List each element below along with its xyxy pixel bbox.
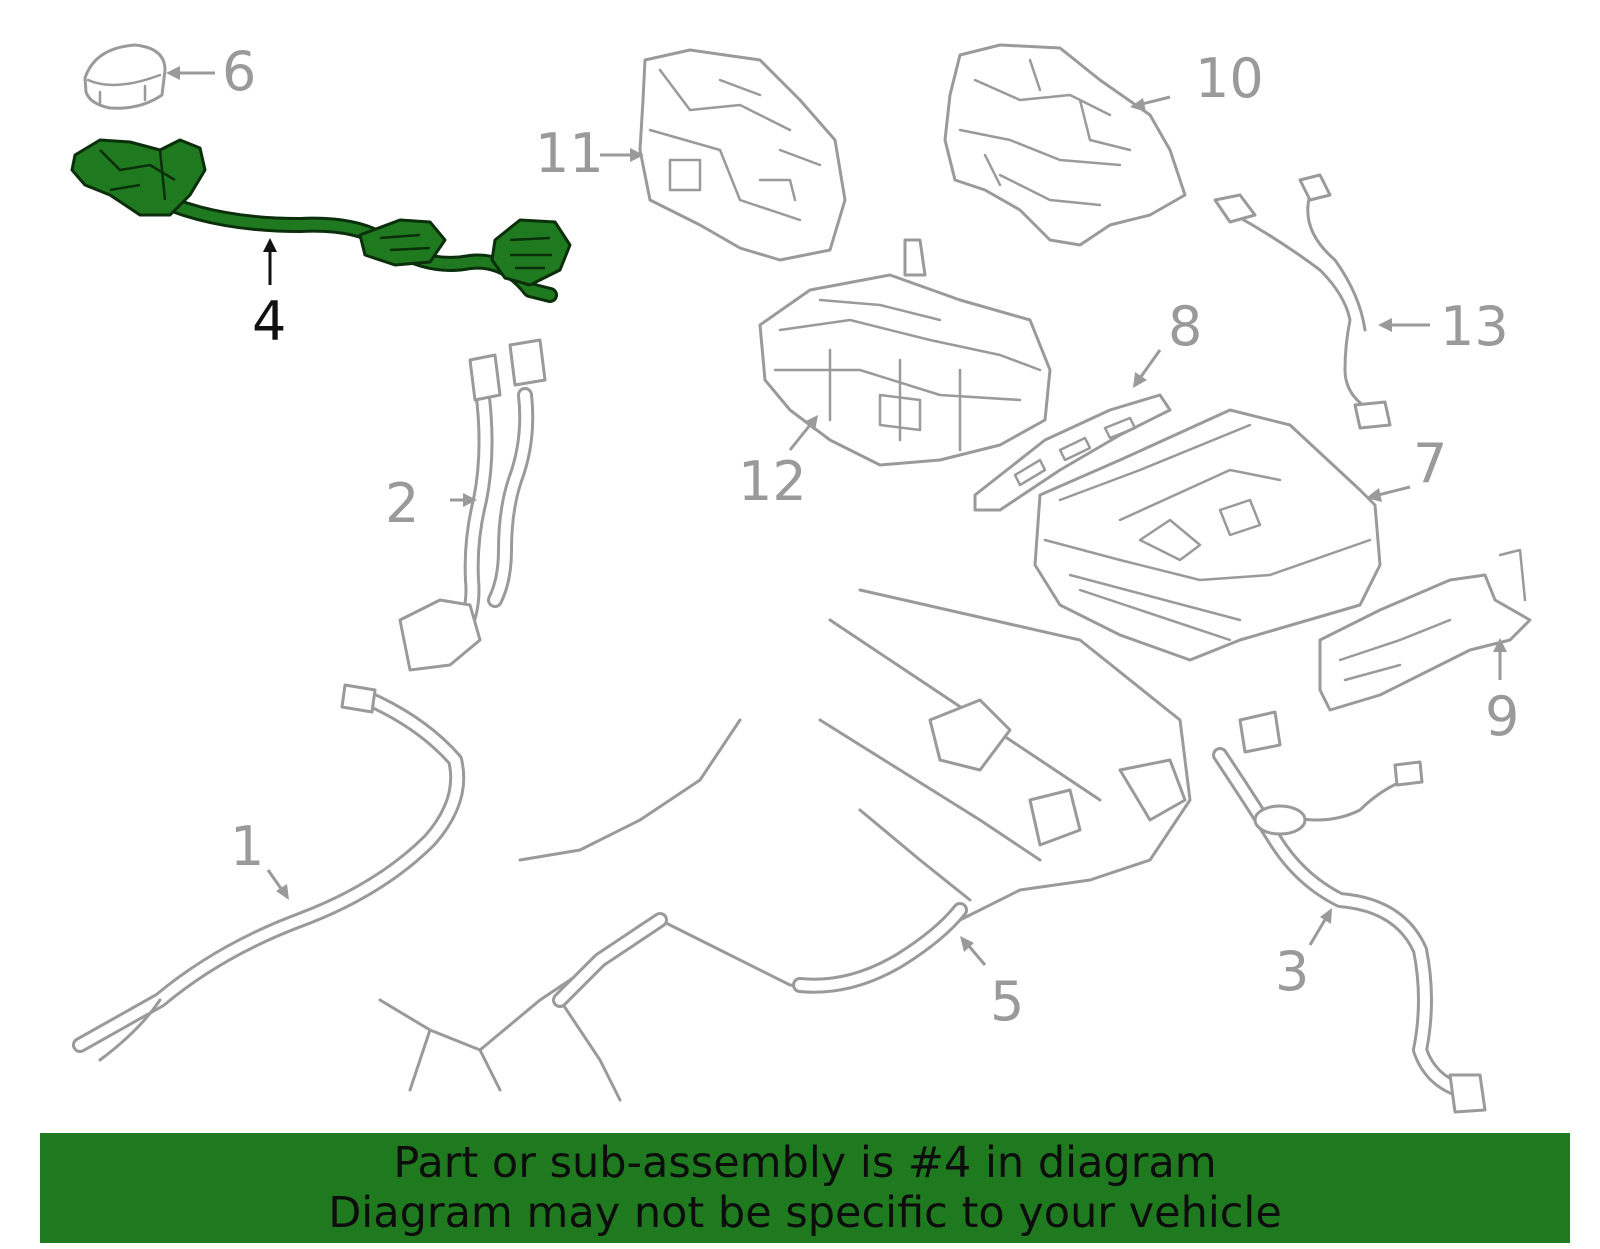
banner-line-1: Part or sub-assembly is #4 in diagram — [393, 1138, 1217, 1188]
part-10-module[interactable] — [943, 43, 1187, 247]
callout-10: 10 — [1195, 47, 1264, 110]
part-1-harness[interactable] — [72, 683, 466, 1062]
callout-6: 6 — [222, 40, 256, 103]
callout-arrows — [166, 66, 1507, 966]
arrow-1 — [266, 869, 289, 900]
part-8-gasket[interactable] — [973, 393, 1172, 512]
callout-4: 4 — [252, 290, 286, 353]
arrow-3 — [1308, 908, 1332, 946]
notice-banner: Part or sub-assembly is #4 in diagram Di… — [40, 1133, 1570, 1243]
callout-9: 9 — [1485, 685, 1519, 748]
callout-3: 3 — [1275, 940, 1309, 1003]
callout-12: 12 — [738, 450, 807, 513]
arrow-4 — [263, 238, 277, 285]
arrow-8 — [1133, 349, 1162, 388]
callout-8: 8 — [1168, 295, 1202, 358]
arrow-13 — [1378, 318, 1430, 332]
part-7-inverter[interactable] — [1033, 408, 1382, 662]
arrow-2 — [450, 493, 477, 507]
part-2-harness[interactable] — [398, 338, 547, 672]
part-3-harness[interactable] — [1212, 710, 1487, 1114]
part-4-harness-highlighted[interactable] — [70, 138, 572, 303]
arrow-6 — [166, 66, 215, 80]
arrow-9 — [1493, 638, 1507, 680]
arrow-5 — [960, 936, 987, 966]
callout-1: 1 — [230, 815, 264, 878]
callout-2: 2 — [385, 472, 419, 535]
arrow-7 — [1366, 485, 1411, 502]
part-5-harness[interactable] — [378, 588, 1192, 1102]
part-13-harness[interactable] — [1213, 173, 1392, 430]
callout-5: 5 — [990, 970, 1024, 1033]
callout-7: 7 — [1413, 432, 1447, 495]
part-11-module[interactable] — [638, 48, 847, 262]
part-6-cap[interactable] — [83, 43, 167, 110]
part-9-bracket[interactable] — [1318, 548, 1532, 712]
part-12-module[interactable] — [758, 238, 1052, 467]
banner-line-2: Diagram may not be specific to your vehi… — [328, 1188, 1282, 1238]
arrow-11 — [600, 148, 644, 162]
callout-11: 11 — [535, 122, 604, 185]
arrow-10 — [1130, 95, 1171, 112]
callout-13: 13 — [1440, 295, 1509, 358]
arrow-12 — [788, 415, 818, 451]
